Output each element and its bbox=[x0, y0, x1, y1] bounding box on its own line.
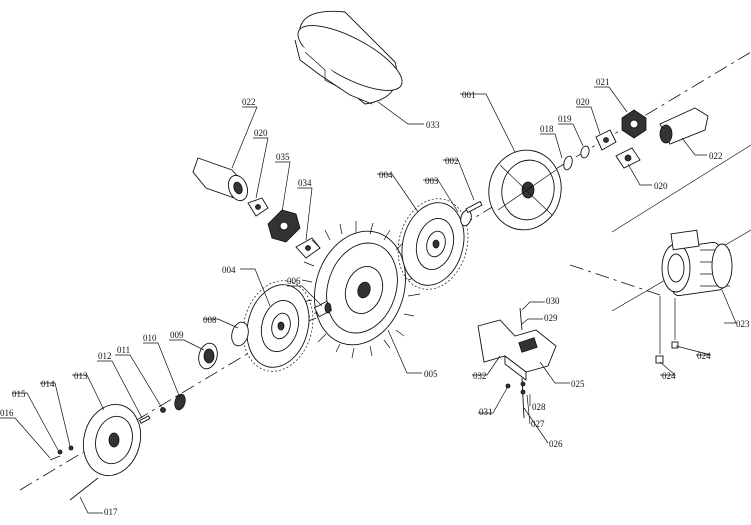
label-003: 003 bbox=[425, 176, 439, 186]
label-026: 026 bbox=[549, 439, 563, 449]
label-034: 034 bbox=[298, 178, 312, 188]
flange-035 bbox=[267, 209, 301, 243]
label-009: 009 bbox=[170, 330, 184, 340]
label-020-right-upper: 020 bbox=[576, 97, 590, 107]
muffler-022-right bbox=[659, 107, 709, 145]
key-024-lower bbox=[655, 355, 664, 364]
label-029: 029 bbox=[544, 313, 558, 323]
oring-008 bbox=[231, 321, 249, 347]
label-015: 015 bbox=[12, 389, 26, 399]
label-017: 017 bbox=[104, 507, 118, 517]
label-024-lower: 024 bbox=[662, 371, 676, 381]
front-cover-013 bbox=[82, 404, 142, 476]
label-032: 032 bbox=[473, 371, 487, 381]
muffler-022-left bbox=[192, 157, 249, 202]
label-027: 027 bbox=[531, 419, 545, 429]
label-002: 002 bbox=[445, 156, 459, 166]
label-028: 028 bbox=[532, 402, 546, 412]
key-024-upper bbox=[671, 341, 679, 349]
oring-018 bbox=[563, 155, 573, 171]
label-030: 030 bbox=[546, 296, 560, 306]
label-022-right: 022 bbox=[709, 151, 723, 161]
label-025: 025 bbox=[571, 379, 585, 389]
mounting-bracket-025 bbox=[477, 319, 557, 381]
bolt-016 bbox=[49, 455, 61, 461]
bolt-030 bbox=[519, 307, 523, 331]
pin-012 bbox=[139, 415, 151, 424]
label-004-front: 004 bbox=[222, 265, 236, 275]
sleeve-006 bbox=[313, 300, 333, 318]
key-002 bbox=[465, 200, 483, 214]
pump-housing-005 bbox=[301, 221, 421, 359]
part-labels: 001 002 003 004 018 019 020 021 020 022 … bbox=[0, 77, 750, 517]
label-006: 006 bbox=[287, 276, 301, 286]
bolt-017 bbox=[69, 477, 99, 501]
motor-023 bbox=[661, 229, 733, 297]
seal-010 bbox=[174, 393, 186, 411]
screw-015 bbox=[57, 449, 63, 455]
gasket-034 bbox=[295, 237, 321, 259]
label-013: 013 bbox=[74, 371, 88, 381]
bearing-009 bbox=[198, 342, 218, 370]
label-024-upper: 024 bbox=[697, 351, 711, 361]
gasket-020-left bbox=[247, 197, 269, 217]
label-023: 023 bbox=[736, 319, 750, 329]
washer-031 bbox=[505, 383, 511, 389]
impeller-004-front bbox=[242, 280, 314, 372]
label-004-rear: 004 bbox=[379, 170, 393, 180]
nut-028 bbox=[520, 381, 526, 387]
label-008: 008 bbox=[203, 315, 217, 325]
label-016: 016 bbox=[0, 408, 14, 418]
label-020-left: 020 bbox=[254, 128, 268, 138]
label-020-right-lower: 020 bbox=[654, 181, 668, 191]
motor-axis bbox=[569, 264, 661, 296]
label-021: 021 bbox=[596, 77, 610, 87]
label-010: 010 bbox=[143, 333, 157, 343]
gasket-020-right-upper bbox=[595, 129, 617, 151]
gasket-020-right-lower bbox=[615, 147, 641, 169]
label-033: 033 bbox=[426, 120, 440, 130]
washer-027 bbox=[520, 389, 526, 395]
label-011: 011 bbox=[117, 345, 130, 355]
leader-lines bbox=[0, 86, 737, 514]
label-022-left: 022 bbox=[242, 97, 256, 107]
label-019: 019 bbox=[558, 114, 572, 124]
cover-shroud-033 bbox=[294, 10, 403, 105]
label-012: 012 bbox=[98, 351, 112, 361]
washer-011 bbox=[160, 407, 166, 413]
label-005: 005 bbox=[424, 369, 438, 379]
impeller-004-rear bbox=[397, 198, 469, 290]
label-031: 031 bbox=[479, 407, 493, 417]
label-001: 001 bbox=[462, 90, 476, 100]
label-035: 035 bbox=[276, 152, 290, 162]
screw-014 bbox=[68, 445, 74, 451]
back-cover-001 bbox=[488, 149, 562, 231]
flange-021 bbox=[621, 109, 647, 139]
label-018: 018 bbox=[540, 124, 554, 134]
label-014: 014 bbox=[41, 379, 55, 389]
washer-019 bbox=[580, 145, 590, 159]
motor-callout-line-top bbox=[611, 144, 751, 233]
